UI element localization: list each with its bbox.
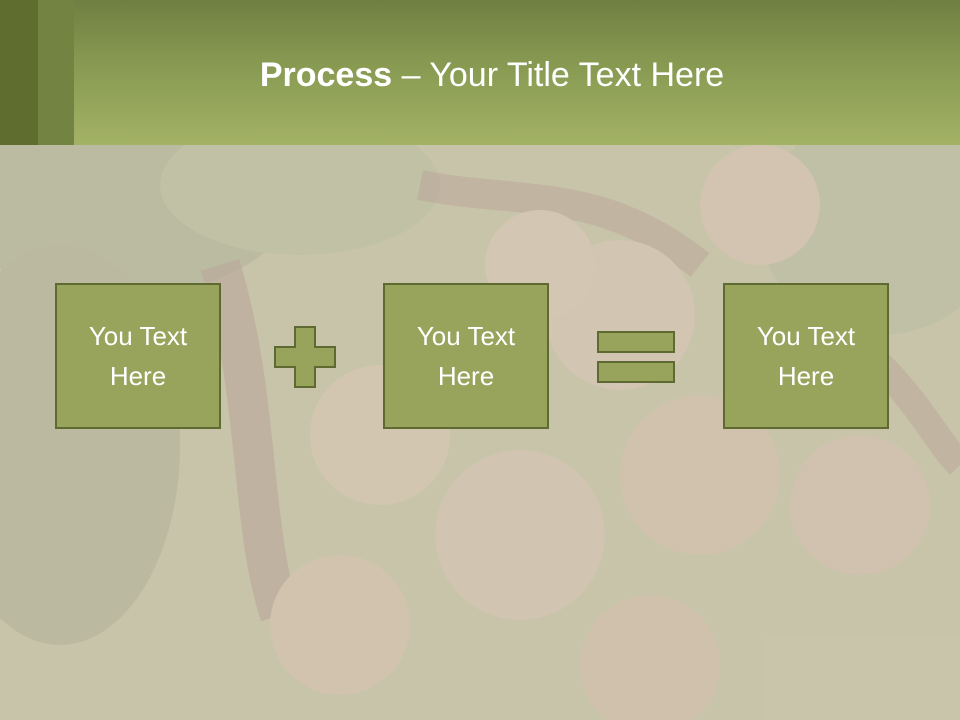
equals-icon <box>597 331 675 383</box>
process-box-2[interactable]: You Text Here <box>383 283 549 429</box>
plus-icon <box>274 326 336 388</box>
title-text: – Your Title Text Here <box>392 56 725 94</box>
background-photo <box>0 145 960 720</box>
slide-title[interactable]: Process – Your Title Text Here <box>74 52 910 98</box>
process-box-text: You Text Here <box>416 321 516 391</box>
process-box-text: You Text Here <box>88 321 188 391</box>
header-accent-stripe <box>38 0 74 145</box>
title-bar: Process – Your Title Text Here <box>0 0 960 145</box>
process-box-1[interactable]: You Text Here <box>55 283 221 429</box>
process-box-3[interactable]: You Text Here <box>723 283 889 429</box>
header-accent-stripe <box>0 0 38 145</box>
title-bold: Process <box>259 56 393 94</box>
photo-wash-overlay <box>0 145 960 720</box>
process-box-text: You Text Here <box>756 321 856 391</box>
